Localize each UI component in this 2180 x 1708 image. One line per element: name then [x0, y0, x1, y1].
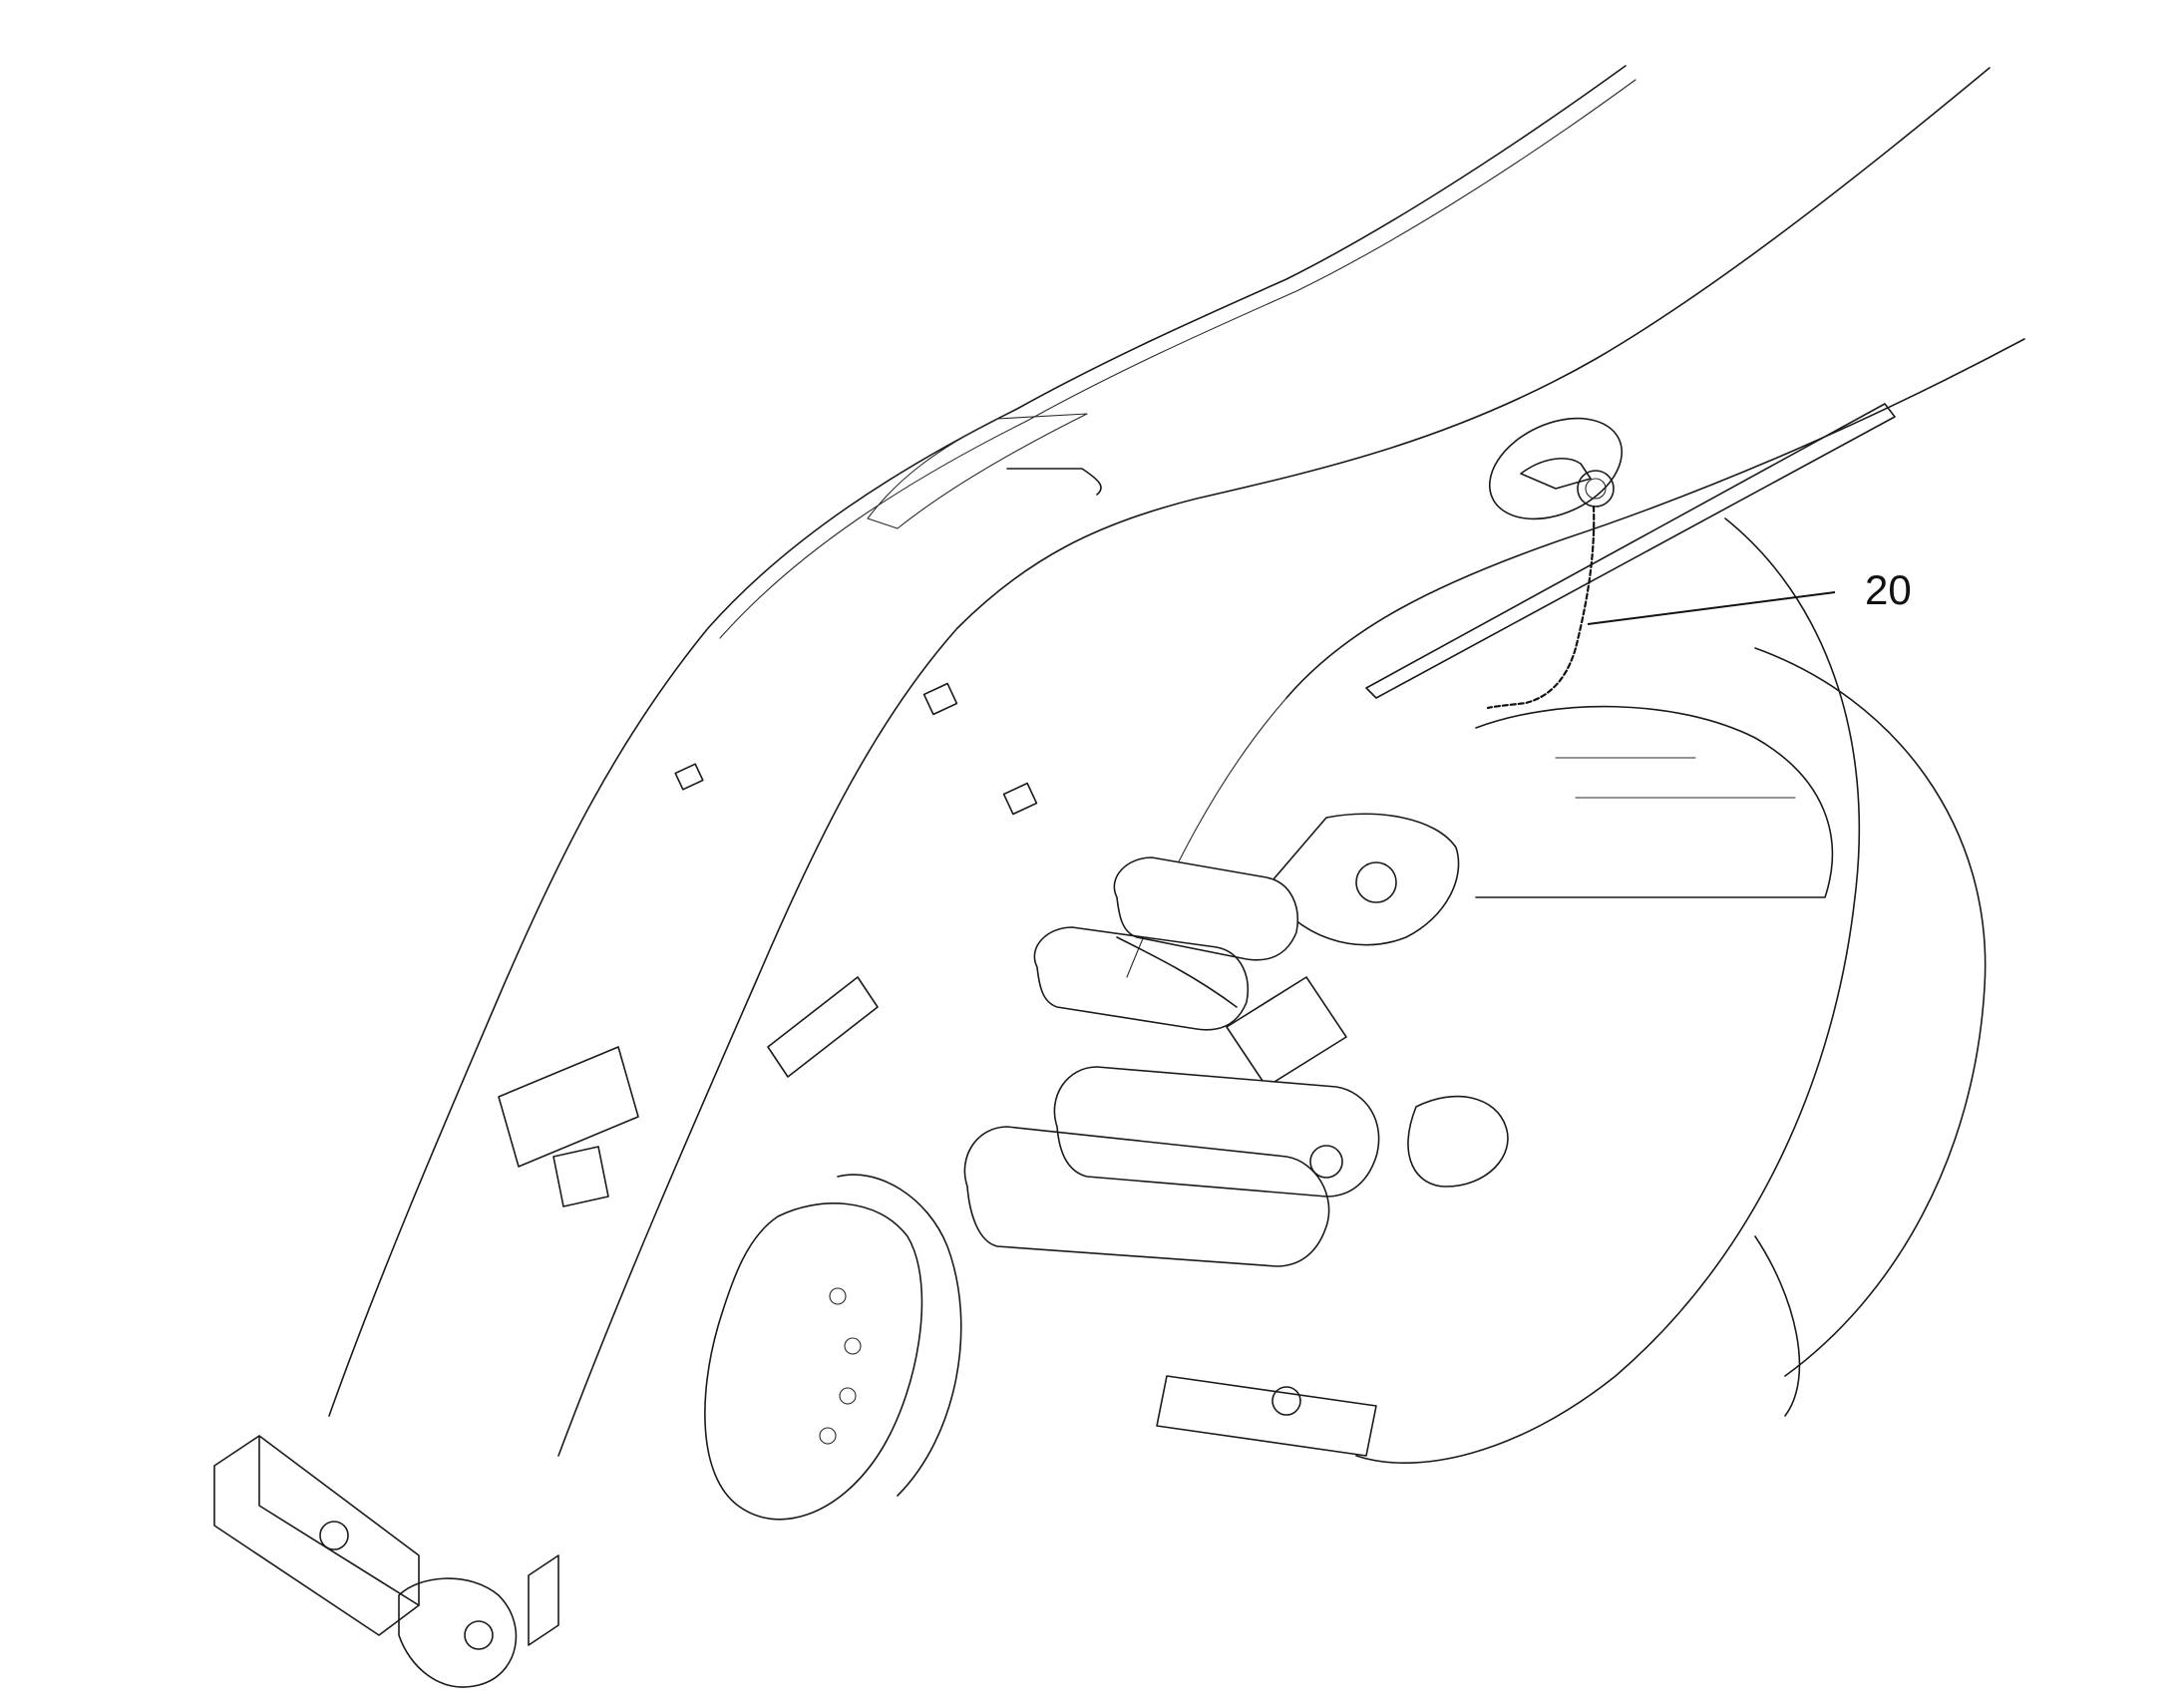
- access-plates: [498, 682, 1038, 1207]
- actuator-cylinders: [963, 856, 1380, 1457]
- main-strut-beam: [328, 65, 1991, 1457]
- callout-leader-line: [1587, 591, 1836, 625]
- hub-assembly: [704, 1174, 962, 1521]
- torque-link: [1226, 813, 1509, 1188]
- wheel-assembly: [1355, 517, 1987, 1464]
- attachment-pin: [1488, 417, 1624, 520]
- lanyard-chain: [1486, 505, 1596, 710]
- axle-end-block: [213, 1435, 559, 1688]
- callout-label: 20: [1865, 566, 1912, 613]
- callout-20: 20: [1587, 566, 1912, 625]
